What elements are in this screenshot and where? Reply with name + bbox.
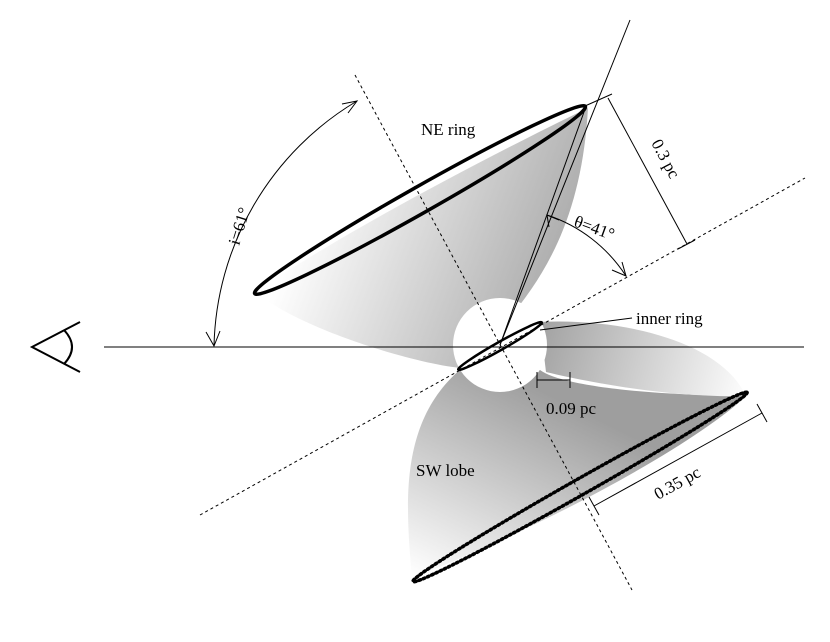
- inner-ring-label: inner ring: [636, 309, 703, 328]
- opening-angle-arrow-bottom: [611, 261, 627, 277]
- ne-ring-label: NE ring: [421, 120, 476, 139]
- inner-ring-leader: [539, 317, 633, 331]
- equatorial-plane-line: [199, 177, 806, 516]
- symmetry-axis: [499, 19, 631, 346]
- ne-ring: [252, 104, 588, 296]
- inclination-arrow-top: [341, 100, 359, 114]
- ring-height-extension-top: [584, 93, 613, 107]
- inclination-arrow-bottom: [205, 330, 221, 348]
- perpendicular-axis-line: [354, 74, 633, 591]
- eye-icon: [29, 321, 81, 373]
- inclination-arc: [213, 100, 358, 347]
- ring-height-label: 0.3 pc: [647, 136, 683, 182]
- opening-angle-arrow-top: [546, 214, 560, 228]
- sw-size-label: 0.35 pc: [651, 462, 704, 503]
- sw-lobe-label: SW lobe: [416, 461, 475, 480]
- ring-height-tick-bottom: [677, 239, 696, 250]
- inclination-label: i=61°: [225, 205, 254, 247]
- cone-edge-line: [499, 111, 585, 346]
- sw-size-tick-bottom: [588, 496, 600, 516]
- inner-size-label: 0.09 pc: [546, 399, 597, 418]
- opening-angle-label: θ=41°: [572, 212, 618, 244]
- sw-lobe-shading-lower: [407, 367, 746, 578]
- sw-lobe-shading-right: [540, 321, 746, 397]
- inner-ring: [456, 320, 544, 372]
- sw-ring: [411, 390, 749, 584]
- sw-size-tick-top: [756, 403, 768, 423]
- sw-size-dimension-line: [593, 412, 763, 507]
- ring-height-dimension-line: [607, 97, 688, 245]
